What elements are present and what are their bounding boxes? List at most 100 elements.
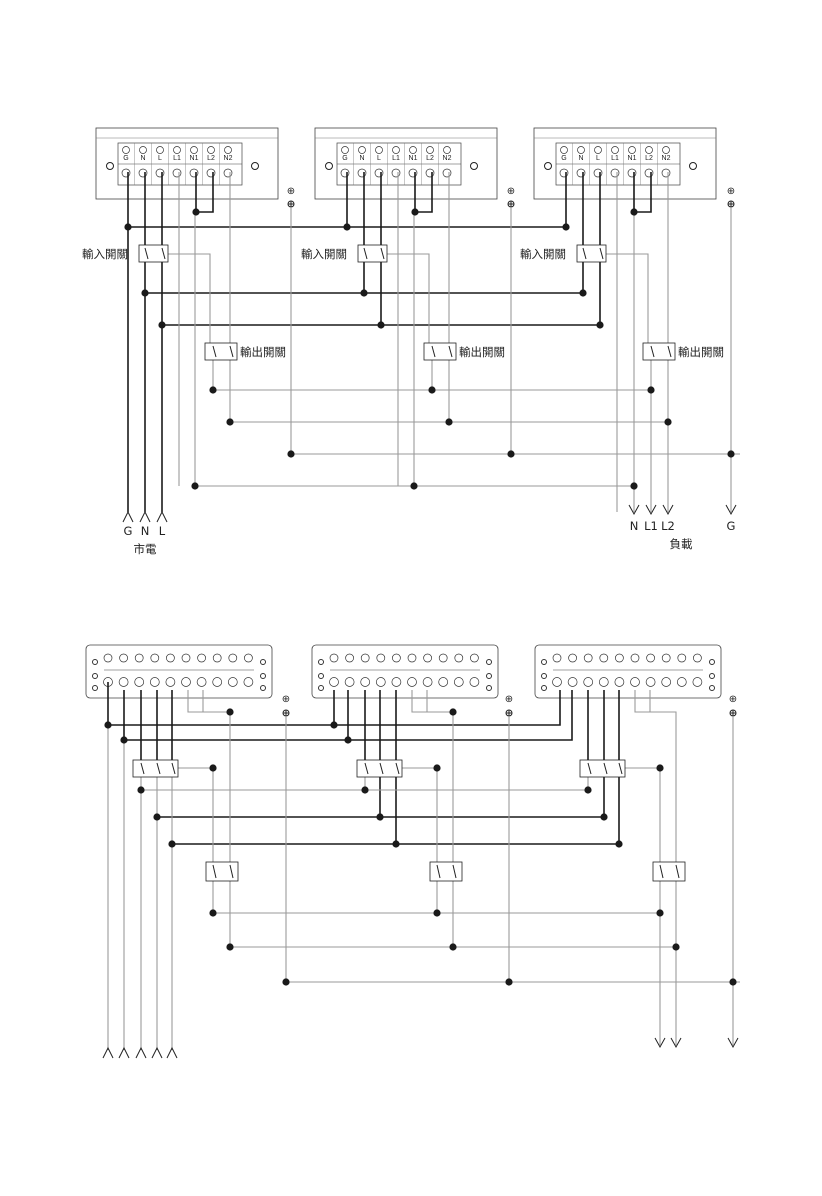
terminal-strip-3 <box>535 645 721 698</box>
terminal-label: N <box>578 155 583 162</box>
terminal-housing <box>535 645 721 698</box>
junction-node <box>361 786 368 793</box>
terminal-label: L1 <box>392 155 400 162</box>
input-switch-label-2: 輸入開關 <box>301 247 347 261</box>
junction-node <box>445 418 452 425</box>
top-dark-wires <box>128 172 651 512</box>
bottom-junction-nodes <box>104 708 736 985</box>
junction-node <box>505 978 512 985</box>
junction-node <box>507 450 514 457</box>
bottom-wiring-diagram: ⊕ ⊕ ⊕ <box>86 645 740 1058</box>
junction-node <box>410 482 417 489</box>
terminal-label: N2 <box>224 155 233 162</box>
ground-symbol-4: ⊕ <box>282 694 290 716</box>
terminal-label: N1 <box>409 155 418 162</box>
bottom-output-switch-1 <box>206 862 238 881</box>
terminal-label: G <box>342 155 347 162</box>
terminal-housing <box>86 645 272 698</box>
junction-node <box>428 386 435 393</box>
junction-node <box>153 813 160 820</box>
junction-node <box>584 786 591 793</box>
junction-node <box>209 909 216 916</box>
output-switch-label-3: 輸出開關 <box>678 345 724 359</box>
input-switch-label-1: 輸入開關 <box>82 247 128 261</box>
terminal-label: N1 <box>190 155 199 162</box>
top-light-wires <box>168 172 740 512</box>
load-label-l1: L1 <box>644 519 658 533</box>
bottom-output-switch-2 <box>430 862 462 881</box>
junction-node <box>360 289 367 296</box>
junction-node <box>562 223 569 230</box>
junction-node <box>449 943 456 950</box>
terminal-label: G <box>561 155 566 162</box>
load-label-l2: L2 <box>661 519 675 533</box>
top-input-switch-1 <box>139 245 168 262</box>
junction-node <box>411 208 418 215</box>
terminal-strip-1 <box>86 645 272 698</box>
junction-node <box>343 223 350 230</box>
junction-node <box>376 813 383 820</box>
junction-node <box>330 721 337 728</box>
junction-node <box>672 943 679 950</box>
svg-text:⊕: ⊕ <box>282 694 290 705</box>
junction-node <box>192 208 199 215</box>
junction-node <box>647 386 654 393</box>
ground-symbol-2: ⊕ <box>507 186 515 207</box>
junction-node <box>449 708 456 715</box>
ground-symbol-6: ⊕ <box>729 694 737 716</box>
mains-label-l: L <box>159 524 166 538</box>
junction-node <box>120 736 127 743</box>
svg-text:⊕: ⊕ <box>729 694 737 705</box>
junction-node <box>433 764 440 771</box>
bottom-output-switch-3 <box>653 862 685 881</box>
junction-node <box>226 943 233 950</box>
terminal-label: L1 <box>611 155 619 162</box>
junction-node <box>226 418 233 425</box>
top-output-switch-1 <box>205 343 237 360</box>
junction-node <box>630 482 637 489</box>
junction-node <box>209 764 216 771</box>
terminal-label: L2 <box>645 155 653 162</box>
junction-node <box>579 289 586 296</box>
junction-node <box>282 978 289 985</box>
mains-label-n: N <box>141 524 150 538</box>
ground-symbol-3: ⊕ <box>727 186 735 207</box>
junction-node <box>729 978 736 985</box>
ground-symbol-5: ⊕ <box>505 694 513 716</box>
junction-node <box>209 386 216 393</box>
mains-label-g: G <box>124 524 133 538</box>
ground-symbol-1: ⊕ <box>287 186 295 207</box>
load-caption: 負載 <box>670 537 693 551</box>
svg-text:⊕: ⊕ <box>287 186 295 197</box>
terminal-block-1: GNLL1N1L2N2 <box>96 128 278 199</box>
terminal-label: L <box>596 155 600 162</box>
junction-node <box>124 223 131 230</box>
terminal-housing <box>312 645 498 698</box>
output-switch-label-1: 輸出開關 <box>240 345 286 359</box>
junction-node <box>596 321 603 328</box>
svg-text:⊕: ⊕ <box>727 186 735 197</box>
bottom-arrows <box>103 1038 738 1058</box>
junction-node <box>287 450 294 457</box>
top-input-switch-2 <box>358 245 387 262</box>
top-input-switch-3 <box>577 245 606 262</box>
top-output-switch-3 <box>643 343 675 360</box>
junction-node <box>656 909 663 916</box>
bottom-input-switch-2 <box>357 760 402 777</box>
junction-node <box>344 736 351 743</box>
bottom-input-switch-3 <box>580 760 625 777</box>
junction-node <box>104 721 111 728</box>
junction-node <box>392 840 399 847</box>
terminal-label: N2 <box>443 155 452 162</box>
terminal-label: N1 <box>628 155 637 162</box>
output-switch-label-2: 輸出開關 <box>459 345 505 359</box>
junction-node <box>433 909 440 916</box>
junction-node <box>377 321 384 328</box>
terminal-label: N <box>359 155 364 162</box>
junction-node <box>191 482 198 489</box>
junction-node <box>226 708 233 715</box>
